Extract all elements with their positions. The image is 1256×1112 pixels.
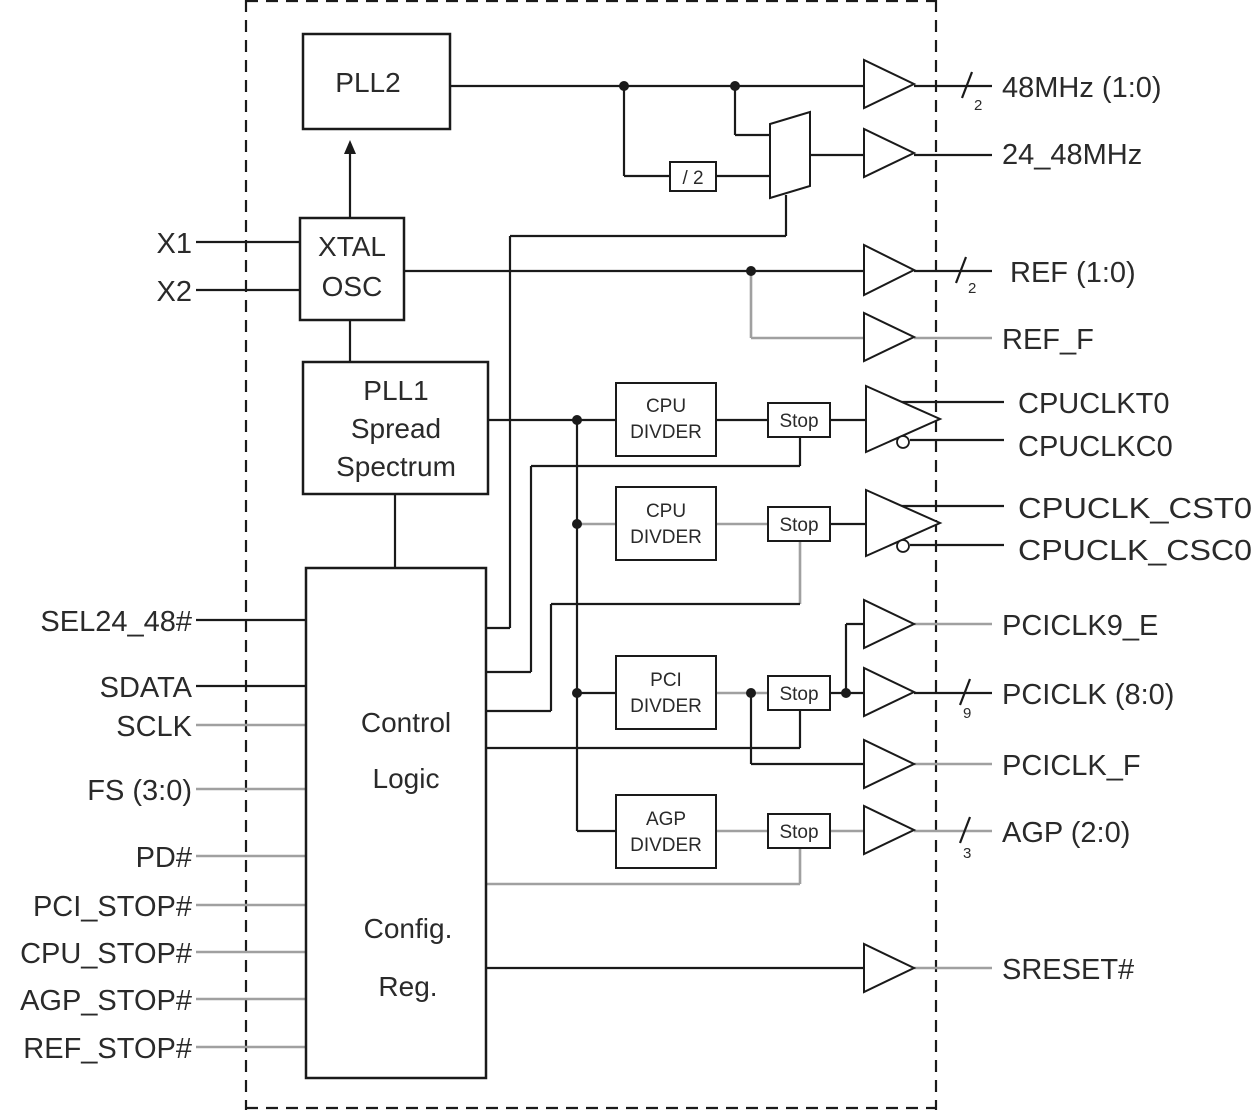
mux-block <box>769 110 811 200</box>
pciclk9-e-label: PCICLK9_E <box>1002 610 1158 642</box>
fs-label: FS (3:0) <box>87 775 192 807</box>
cpuclk0-inverter-bubble <box>896 435 910 449</box>
x1-label: X1 <box>157 228 192 260</box>
pci-divider-line1: PCI <box>650 670 682 691</box>
stop-label-pci: Stop <box>779 684 818 705</box>
div2-block: / 2 <box>669 161 717 192</box>
buffer-ref-f <box>863 311 917 363</box>
mhz48-label: 48MHz (1:0) <box>1002 72 1162 104</box>
config-label: Config. <box>364 913 453 944</box>
osc-label: OSC <box>322 271 383 302</box>
ref-stop-label: REF_STOP# <box>23 1033 192 1065</box>
cpu-divider-2: CPU DIVDER <box>615 486 717 561</box>
spectrum-label: Spectrum <box>336 451 456 482</box>
buffer-ref <box>863 243 917 297</box>
spread-label: Spread <box>351 413 441 444</box>
reg-label: Reg. <box>378 971 437 1002</box>
junction-dots <box>572 81 851 698</box>
buffer-24-48mhz <box>863 127 917 179</box>
buffer-sreset <box>863 942 917 994</box>
cpuclk-cst0-label: CPUCLK_CST0 <box>1018 493 1252 525</box>
pci-divider-line2: DIVDER <box>630 696 702 717</box>
input-labels: X1 X2 SEL24_48# SDATA SCLK FS (3:0) PD# … <box>20 228 193 1065</box>
stop-label-cpu-1: Stop <box>779 411 818 432</box>
ref-f-label: REF_F <box>1002 324 1094 356</box>
stop-label-cpu-2: Stop <box>779 515 818 536</box>
pciclk-f-label: PCICLK_F <box>1002 750 1141 782</box>
buffers <box>863 58 943 994</box>
cpuclkc0-label: CPUCLKC0 <box>1018 431 1173 463</box>
pll1-block: PLL1 Spread Spectrum <box>301 360 490 496</box>
agp-label: AGP (2:0) <box>1002 817 1130 849</box>
stop-block-cpu-1: Stop <box>767 402 831 438</box>
cpuclkt0-label: CPUCLKT0 <box>1018 388 1170 420</box>
cpu-divider-2-line1: CPU <box>646 501 686 522</box>
buffer-pciclk9-e <box>863 598 917 650</box>
pll2-label: PLL2 <box>335 67 400 98</box>
div2-label: / 2 <box>682 168 703 189</box>
sclk-label: SCLK <box>116 711 192 743</box>
bus-markers: 2 2 9 3 <box>954 71 982 862</box>
agp-divider: AGP DIVDER <box>615 794 717 869</box>
output-labels: 48MHz (1:0) 24_48MHz REF (1:0) REF_F CPU… <box>1002 72 1252 986</box>
buffer-pciclk-f <box>863 738 917 790</box>
pci-divider: PCI DIVDER <box>615 655 717 730</box>
agp-stop-label: AGP_STOP# <box>20 985 192 1017</box>
pll1-label: PLL1 <box>363 375 428 406</box>
chip-boundary <box>244 0 938 1110</box>
cpu-divider-1-line2: DIVDER <box>630 422 702 443</box>
sel24-48-label: SEL24_48# <box>40 606 192 638</box>
stop-block-cpu-2: Stop <box>767 506 831 542</box>
cpu-divider-1-line1: CPU <box>646 396 686 417</box>
mhz24-48-label: 24_48MHz <box>1002 139 1142 171</box>
control-label: Control <box>361 707 451 738</box>
wires <box>196 84 1004 1049</box>
xtal-osc-block: XTAL OSC <box>298 216 406 322</box>
pciclk-label: PCICLK (8:0) <box>1002 679 1174 711</box>
ref-label: REF (1:0) <box>1010 257 1136 289</box>
buffer-agp <box>863 804 917 856</box>
x2-label: X2 <box>157 276 192 308</box>
pci-stop-label: PCI_STOP# <box>33 891 192 923</box>
stop-label-agp: Stop <box>779 822 818 843</box>
xtal-label: XTAL <box>318 231 386 262</box>
bus-width-pciclk: 9 <box>963 705 971 722</box>
cpu-stop-label: CPU_STOP# <box>20 938 192 970</box>
cpu-divider-1: CPU DIVDER <box>615 382 717 457</box>
sdata-label: SDATA <box>100 672 193 704</box>
bus-width-48mhz: 2 <box>974 97 982 114</box>
pll2-block: PLL2 <box>301 32 452 131</box>
sreset-label: SRESET# <box>1002 954 1134 986</box>
cpu-divider-2-line2: DIVDER <box>630 527 702 548</box>
bus-width-agp: 3 <box>963 845 971 862</box>
buffer-48mhz <box>863 58 917 110</box>
cpuclk-csc0-label: CPUCLK_CSC0 <box>1018 535 1252 567</box>
buffer-pciclk <box>863 666 917 718</box>
bus-width-ref: 2 <box>968 280 976 297</box>
agp-divider-line1: AGP <box>646 809 686 830</box>
logic-label: Logic <box>373 763 440 794</box>
agp-divider-line2: DIVDER <box>630 835 702 856</box>
stop-block-pci: Stop <box>767 675 831 711</box>
stop-block-agp: Stop <box>767 813 831 849</box>
pd-label: PD# <box>136 842 192 874</box>
control-logic-block: Control Logic Config. Reg. <box>304 566 488 1080</box>
cpuclk-cs0-inverter-bubble <box>896 539 910 553</box>
